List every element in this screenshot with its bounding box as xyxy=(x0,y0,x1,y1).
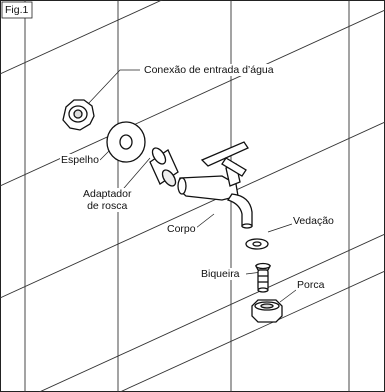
figure-tag-box xyxy=(1,1,33,19)
spout-tip-part xyxy=(254,262,272,293)
seal-part xyxy=(245,238,269,250)
label-seal: Vedação xyxy=(292,215,335,227)
figure-tag: Fig.1 xyxy=(5,4,29,16)
label-escutcheon: Espelho xyxy=(60,154,100,166)
inlet-connection-part xyxy=(62,99,95,131)
nut-part xyxy=(251,299,283,323)
thread-adapter-part xyxy=(149,147,179,187)
escutcheon-part xyxy=(106,121,146,163)
label-inlet-connection: Conexão de entrada d’água xyxy=(143,64,275,76)
label-spout: Biqueira xyxy=(200,268,241,280)
label-thread-adapter: Adaptador de rosca xyxy=(82,188,133,212)
label-body: Corpo xyxy=(166,223,197,235)
label-nut: Porca xyxy=(296,279,326,291)
faucet-body-part xyxy=(177,141,253,229)
